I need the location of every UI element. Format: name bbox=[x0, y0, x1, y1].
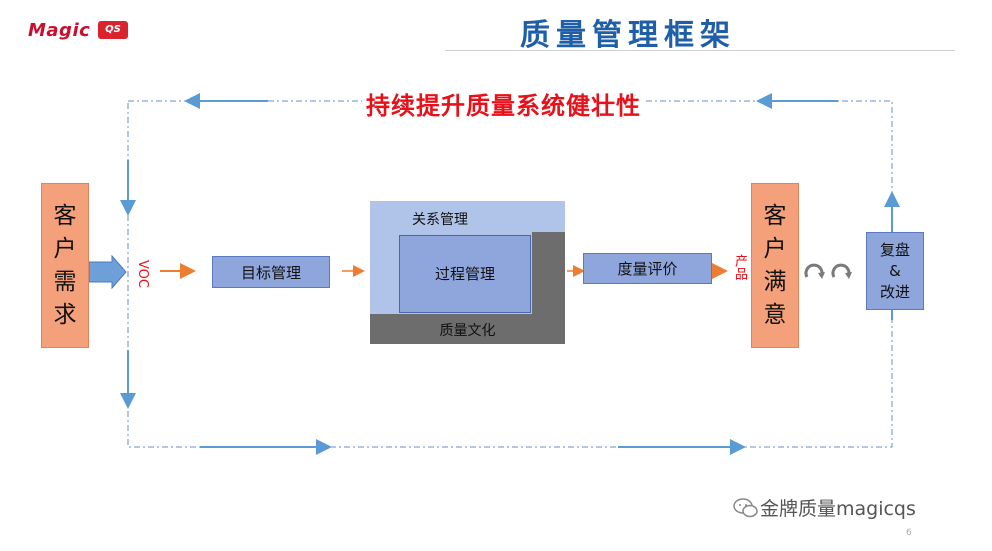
logo-text: Magic bbox=[28, 20, 91, 41]
product-label: 产品 bbox=[732, 254, 747, 280]
page-number: 6 bbox=[906, 528, 912, 538]
quality-culture-area bbox=[370, 314, 565, 344]
box-char: 满 bbox=[763, 268, 787, 295]
voc-label: VOC bbox=[135, 260, 150, 288]
wechat-icon bbox=[733, 498, 758, 518]
measure-evaluation-box: 度量评价 bbox=[583, 253, 712, 284]
cycle-icon bbox=[804, 263, 825, 279]
customer-satisfaction-box: 客 户 满 意 bbox=[751, 183, 799, 348]
box-char: 需 bbox=[53, 268, 77, 295]
diagram-heading: 持续提升质量系统健壮性 bbox=[362, 86, 645, 121]
relation-management-label: 关系管理 bbox=[412, 212, 468, 228]
quality-culture-side bbox=[532, 232, 565, 315]
target-management-box: 目标管理 bbox=[212, 256, 330, 288]
box-char: 户 bbox=[763, 235, 787, 262]
box-char: 意 bbox=[763, 301, 787, 328]
quality-culture-label: 质量文化 bbox=[439, 323, 496, 339]
cycle-icon bbox=[831, 263, 852, 279]
process-management-label: 过程管理 bbox=[434, 265, 495, 283]
review-line-2: & bbox=[889, 261, 901, 280]
block-arrow-icon bbox=[88, 254, 127, 290]
page-title: 质量管理框架 bbox=[520, 18, 736, 53]
watermark-text: 金牌质量magicqs bbox=[760, 498, 916, 520]
title-divider bbox=[445, 50, 955, 51]
review-improve-box: 复盘 & 改进 bbox=[866, 232, 924, 310]
box-char: 客 bbox=[763, 202, 787, 229]
review-line-3: 改进 bbox=[879, 282, 910, 301]
box-char: 户 bbox=[53, 235, 77, 262]
process-management-box: 过程管理 bbox=[399, 235, 531, 313]
review-line-1: 复盘 bbox=[879, 240, 910, 259]
box-char: 客 bbox=[53, 202, 77, 229]
customer-needs-box: 客 户 需 求 bbox=[41, 183, 89, 348]
logo-badge: QS bbox=[98, 21, 128, 39]
box-char: 求 bbox=[53, 301, 77, 328]
brand-logo: Magic QS bbox=[28, 18, 132, 44]
